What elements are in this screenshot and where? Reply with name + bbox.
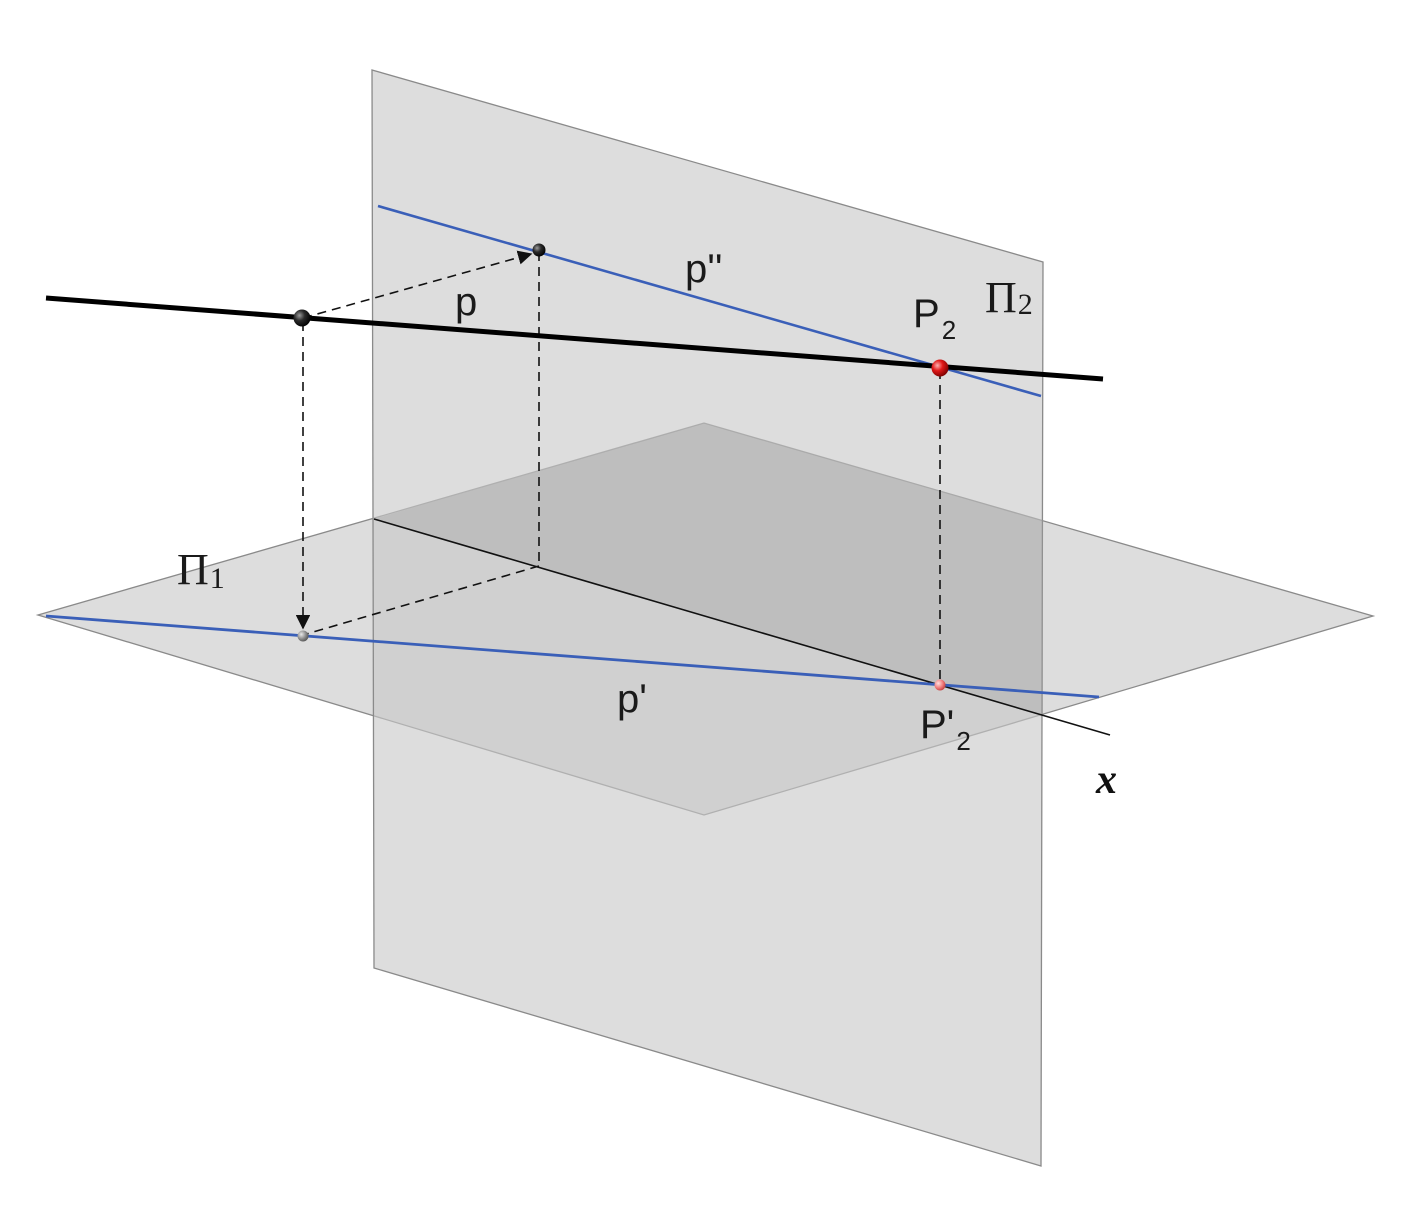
label-P2: P2 (913, 292, 956, 345)
point-horizontal-projection (297, 630, 309, 642)
trace-point-P2 (931, 359, 949, 377)
label-p-prime: p' (617, 677, 647, 721)
point-on-line-p (293, 309, 311, 327)
trace-point-P2-projection (934, 679, 946, 691)
dashed-projector-to-pi2 (302, 250, 533, 319)
label-plane-pi1: Π1 (177, 545, 225, 595)
label-P2-projection: P'2 (920, 703, 971, 756)
shared-quadrant-shade (374, 423, 1043, 715)
horizontal-projection-line (45, 614, 1100, 699)
line-p (45, 295, 1104, 382)
label-p-double-prime: p'' (685, 247, 723, 291)
point-frontal-projection (532, 243, 546, 257)
x-axis-line (373, 518, 1111, 736)
dashed-axis-to-pi1 (302, 565, 540, 636)
label-p: p (455, 280, 477, 324)
label-x-axis: x (1095, 757, 1117, 803)
label-plane-pi2: Π2 (985, 273, 1033, 322)
